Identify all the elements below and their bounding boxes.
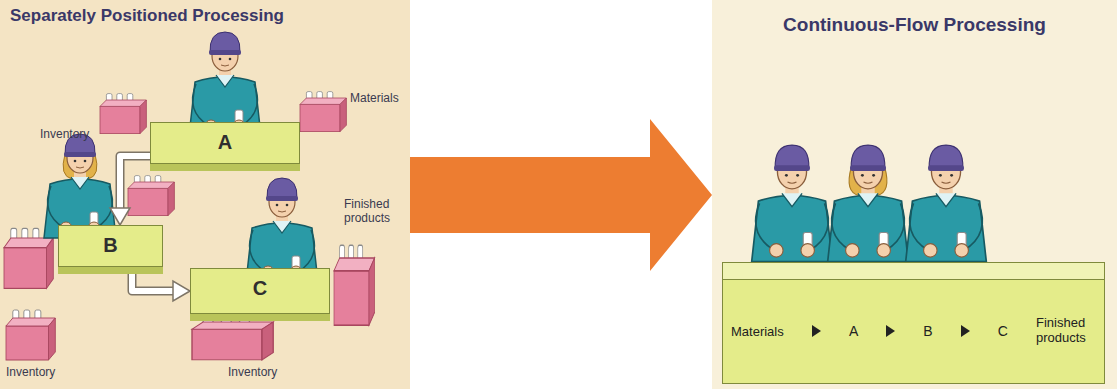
worker-figure: [246, 178, 318, 282]
worker-figure: [189, 32, 261, 136]
flow-arrow-line: [132, 267, 176, 291]
panel-title: Separately Positioned Processing: [10, 6, 284, 26]
callout-label: Inventory: [228, 366, 277, 380]
flow-arrow: [961, 325, 970, 337]
station-letter: C: [191, 269, 329, 300]
worker-figure: [752, 145, 833, 261]
worker-figure: [44, 134, 116, 238]
flow-arrow: [132, 267, 190, 301]
callout-label: Materials: [350, 92, 399, 106]
station-letter: B: [923, 323, 932, 339]
work-table: A: [150, 122, 300, 164]
work-table: B: [58, 225, 163, 267]
arrow-head: [110, 208, 130, 225]
worker-figure: [906, 145, 987, 261]
inventory-crate: [128, 176, 174, 216]
inventory-crate: [100, 94, 146, 134]
inventory-crate: [192, 315, 273, 360]
transition-arrow: [410, 119, 712, 271]
flow-arrow-line: [120, 156, 150, 211]
work-table: C: [190, 268, 330, 314]
worker-figure: [828, 145, 909, 261]
flow-label: Finished products: [1036, 316, 1096, 346]
callout-label: Inventory: [6, 366, 55, 380]
products-crate: [334, 245, 375, 325]
flow-arrow: [110, 156, 150, 225]
flow-arrow-outline: [120, 156, 150, 211]
station-letter: A: [151, 123, 299, 154]
panel-ground: [712, 0, 1117, 389]
station-letter: C: [998, 323, 1008, 339]
station-letter: A: [849, 323, 858, 339]
process-panel: Continuous-Flow ProcessingMaterials A B C Fi…: [712, 0, 1117, 389]
flow-arrow: [812, 325, 821, 337]
materials-crate: [300, 92, 346, 132]
arrow-head: [173, 281, 190, 301]
callout-label: Finished products: [344, 198, 404, 226]
flow-line-table: Materials A B C Finished products: [722, 262, 1105, 384]
process-panel: Separately Positioned ProcessingA BC Mater…: [0, 0, 410, 389]
flow-arrow-outline: [132, 267, 176, 291]
station-letter: B: [59, 226, 162, 257]
panel-title: Continuous-Flow Processing: [712, 14, 1117, 36]
block-arrow: [410, 119, 712, 271]
flow-label: Materials: [731, 324, 784, 339]
inventory-crate: [6, 310, 55, 360]
flow-arrow: [886, 325, 895, 337]
callout-label: Inventory: [40, 128, 89, 142]
panel-ground: [0, 0, 410, 389]
